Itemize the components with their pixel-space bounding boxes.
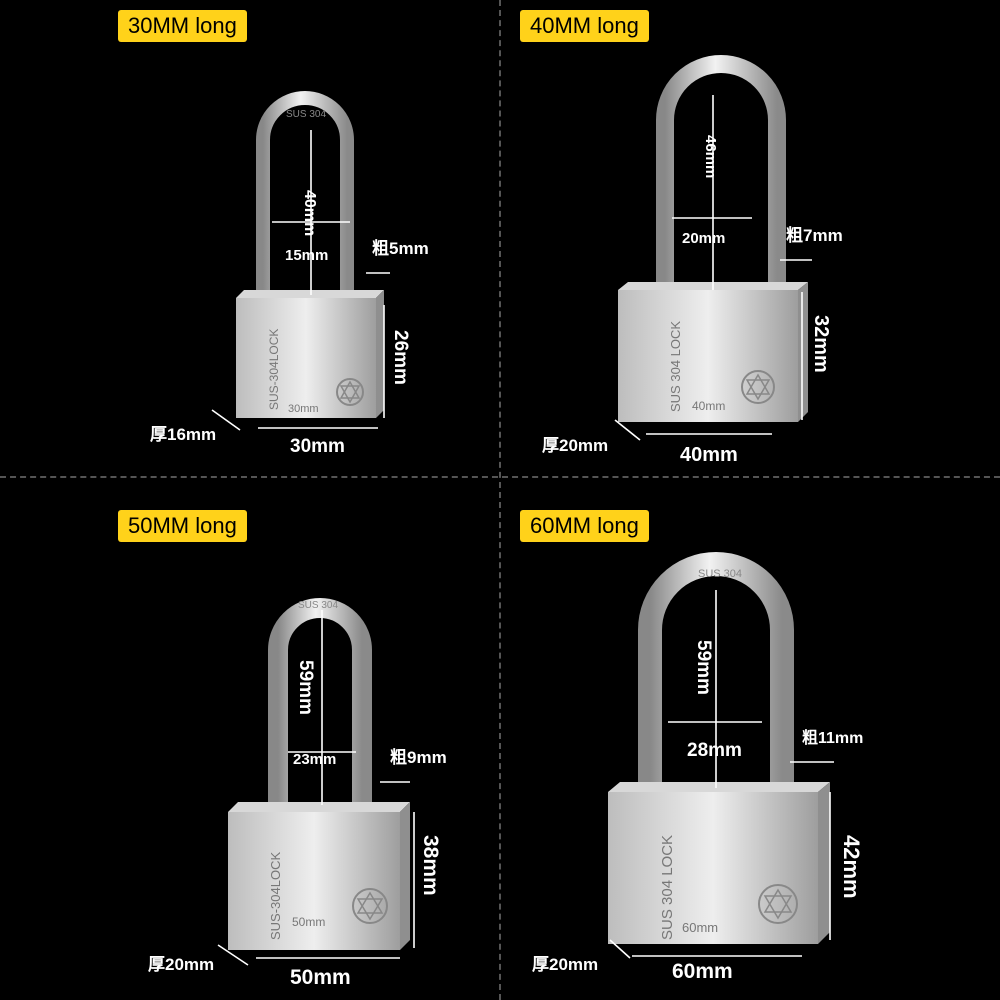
- shackle-engraving: SUS 304: [298, 600, 338, 611]
- lock-body: [236, 290, 384, 418]
- size-engraving: 40mm: [692, 399, 725, 413]
- padlock-40mm-illustration: SUS 304 LOCK 40mm 46mm 20mm 粗7mm 32mm 厚2…: [542, 55, 843, 466]
- body-height-label: 42mm: [839, 835, 864, 899]
- padlock-panel-30mm: 30MM long SUS-304LOCK 30mm SUS 304 40mm …: [0, 0, 500, 500]
- inner-width-label: 20mm: [682, 230, 725, 247]
- padlock-panel-40mm: 40MM long SUS 304 LOCK 40mm 46mm 20mm 粗7…: [500, 0, 1000, 500]
- padlock-30mm-illustration: SUS-304LOCK 30mm SUS 304 40mm 15mm 粗5mm …: [150, 91, 429, 457]
- star-emblem-icon: [758, 884, 798, 924]
- shackle-height-label: 59mm: [295, 660, 316, 715]
- horizontal-divider: [0, 476, 1000, 478]
- shackle-height-label: 46mm: [702, 135, 719, 178]
- shackle-height-label: 59mm: [693, 640, 714, 695]
- body-engraving: SUS 304 LOCK: [668, 321, 683, 412]
- body-width-label: 60mm: [672, 960, 733, 983]
- inner-width-label: 15mm: [285, 247, 328, 264]
- size-badge: 40MM long: [520, 10, 649, 42]
- padlock-panel-50mm: 50MM long SUS-304LOCK 50mm SUS 304 59mm …: [0, 500, 500, 1000]
- shackle-engraving: SUS 304: [286, 109, 326, 120]
- size-badge: 60MM long: [520, 510, 649, 542]
- lock-body: [228, 802, 410, 950]
- shackle: [656, 55, 786, 290]
- shackle: [256, 91, 354, 300]
- inner-width-label: 28mm: [687, 740, 742, 761]
- body-height-label: 38mm: [419, 835, 442, 896]
- body-engraving: SUS-304LOCK: [268, 852, 283, 940]
- star-emblem-icon: [336, 378, 364, 406]
- thickness-label: 粗5mm: [372, 238, 429, 258]
- thickness-label: 粗9mm: [390, 747, 447, 767]
- body-depth-label: 厚16mm: [150, 425, 216, 444]
- body-engraving: SUS-304LOCK: [267, 329, 281, 410]
- vertical-divider: [499, 0, 501, 1000]
- dimension-lines: [614, 95, 812, 441]
- size-badge: 50MM long: [118, 510, 247, 542]
- padlock-panel-60mm: 60MM long SUS 304 LOCK 60mm SUS 304 59mm…: [500, 500, 1000, 1000]
- body-height-label: 32mm: [810, 315, 832, 373]
- dimension-lines: [217, 610, 415, 966]
- body-depth-label: 厚20mm: [148, 955, 214, 974]
- shackle: [638, 552, 794, 792]
- size-engraving: 50mm: [292, 915, 325, 929]
- body-depth-label: 厚20mm: [532, 955, 598, 974]
- star-emblem-icon: [741, 370, 775, 404]
- body-width-label: 40mm: [680, 444, 738, 466]
- body-width-label: 50mm: [290, 966, 351, 989]
- body-engraving: SUS 304 LOCK: [659, 835, 676, 940]
- padlock-60mm-illustration: SUS 304 LOCK 60mm SUS 304 59mm 28mm 粗11m…: [532, 552, 864, 983]
- body-height-label: 26mm: [390, 330, 411, 385]
- size-engraving: 60mm: [682, 920, 718, 935]
- shackle-engraving: SUS 304: [698, 568, 742, 580]
- size-badge: 30MM long: [118, 10, 247, 42]
- thickness-label: 粗11mm: [802, 728, 863, 747]
- shackle: [268, 598, 372, 810]
- body-depth-label: 厚20mm: [542, 436, 608, 455]
- lock-body: [608, 782, 830, 944]
- dimension-lines: [211, 130, 390, 431]
- padlock-50mm-illustration: SUS-304LOCK 50mm SUS 304 59mm 23mm 粗9mm …: [148, 598, 447, 989]
- inner-width-label: 23mm: [293, 751, 336, 768]
- dimension-lines: [609, 590, 834, 959]
- shackle-height-label: 40mm: [301, 190, 318, 236]
- body-width-label: 30mm: [290, 436, 345, 457]
- thickness-label: 粗7mm: [786, 225, 843, 245]
- size-engraving: 30mm: [288, 403, 319, 415]
- star-emblem-icon: [352, 888, 388, 924]
